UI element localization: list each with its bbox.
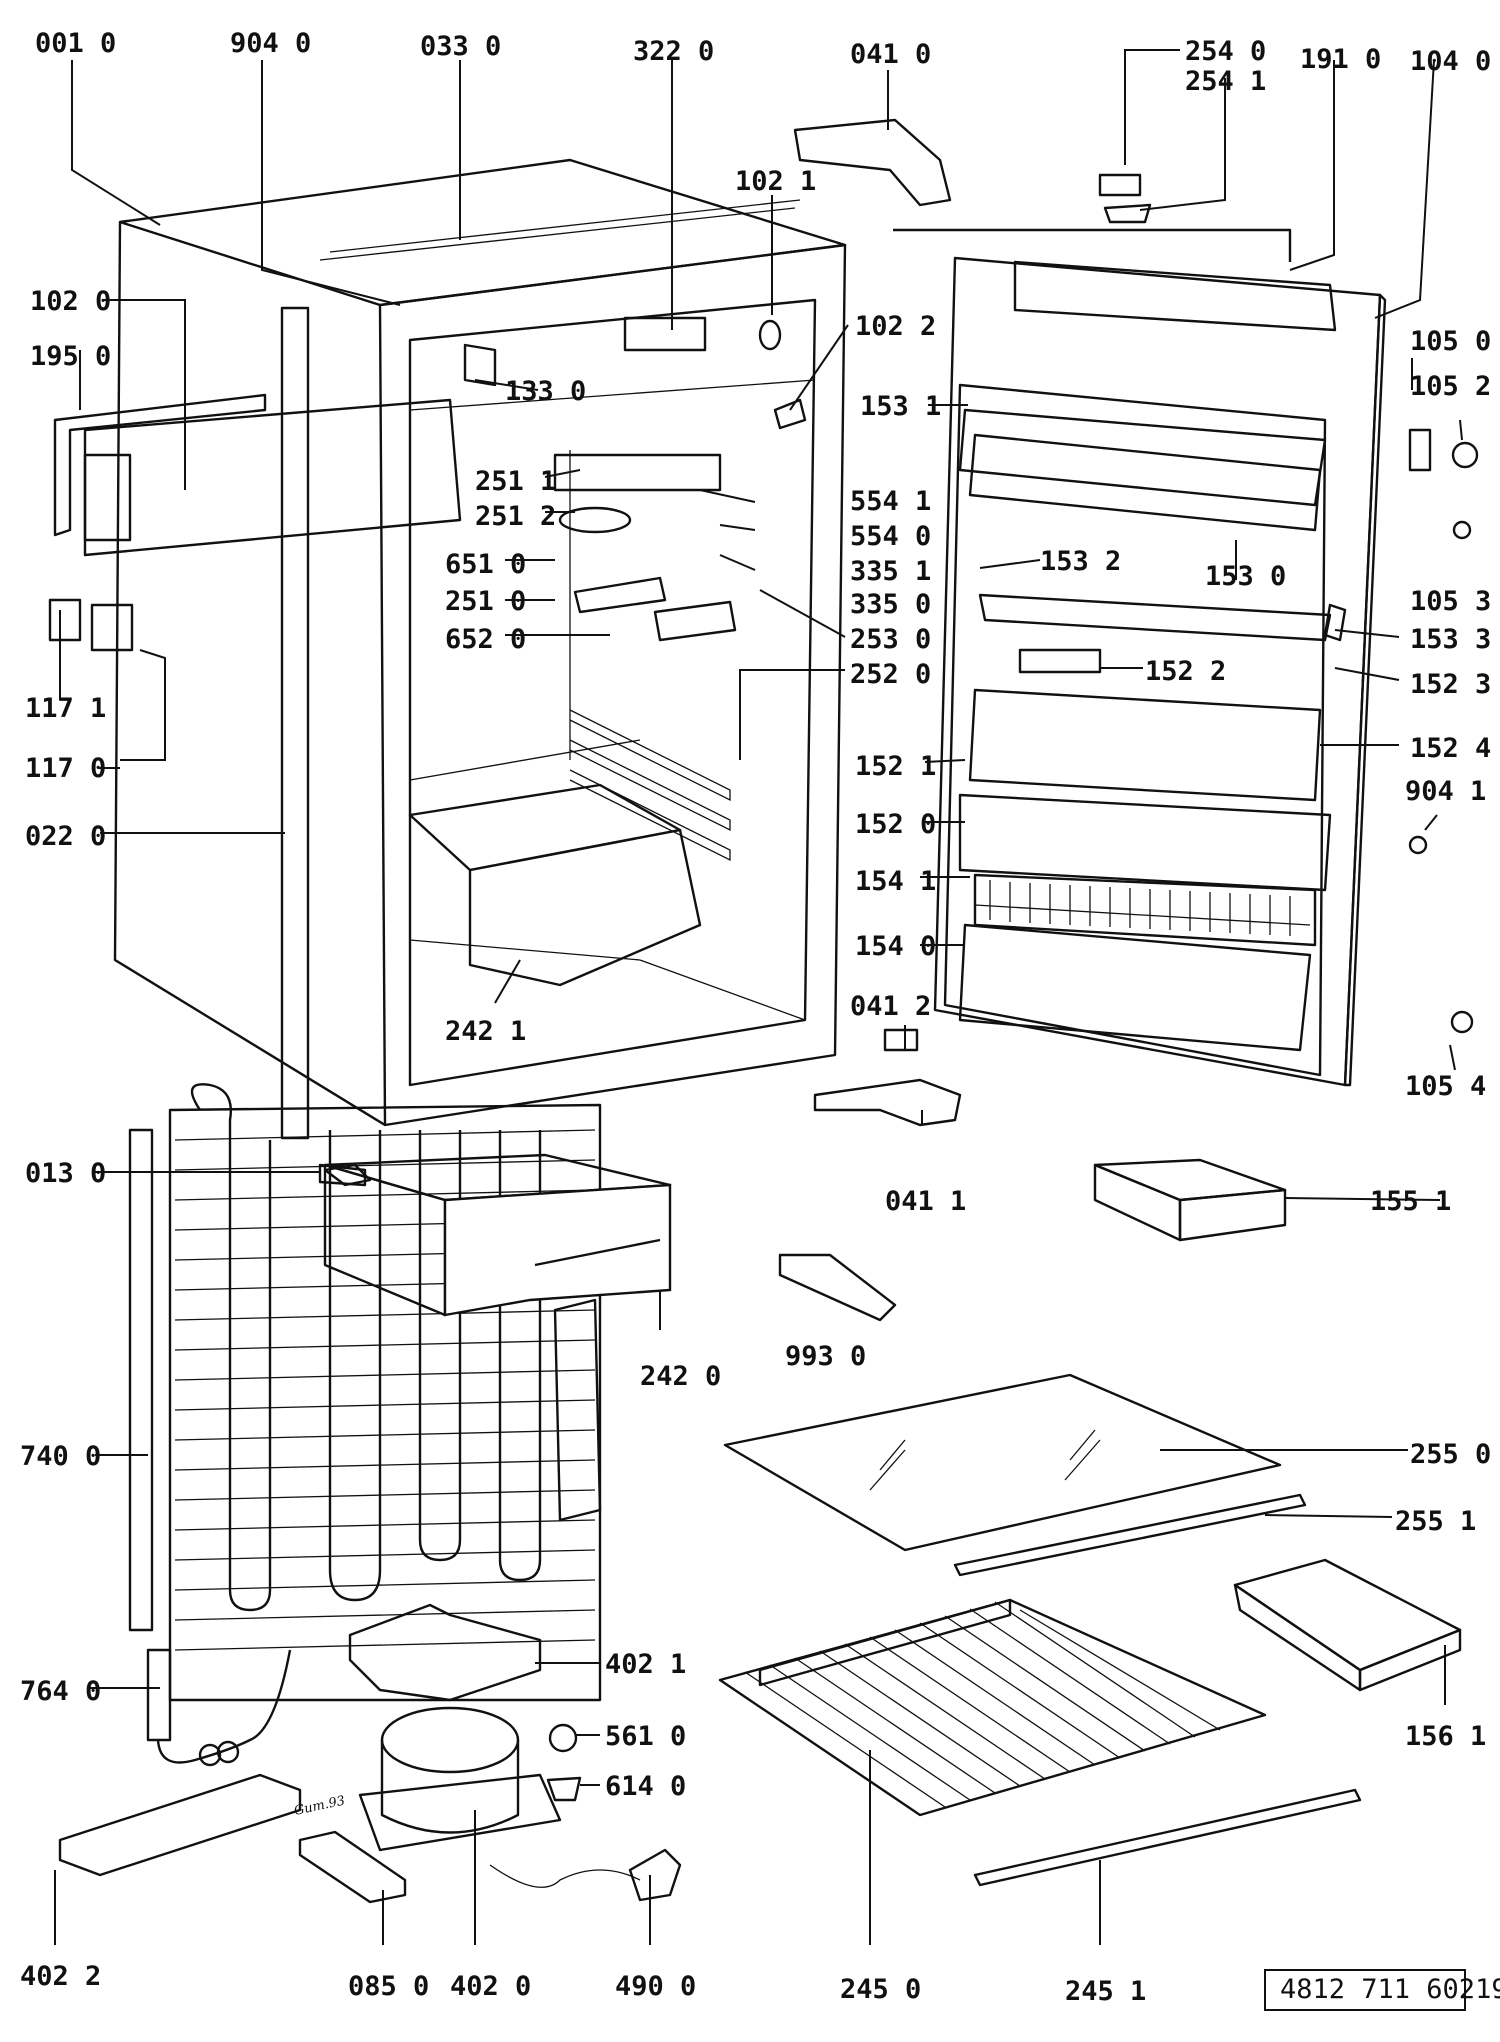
callout: 105 4 <box>1405 1071 1486 1102</box>
callout: 105 2 <box>1410 371 1491 402</box>
callout: 251 1 <box>475 466 556 497</box>
callout: 153 0 <box>1205 561 1286 592</box>
callout: 651 0 <box>445 549 526 580</box>
callout: 554 0 <box>850 521 931 552</box>
callout: 105 0 <box>1410 326 1491 357</box>
leader-lines <box>54 49 1463 1945</box>
callout: 102 0 <box>30 286 111 317</box>
callout: 152 1 <box>855 751 936 782</box>
callout: 251 0 <box>445 586 526 617</box>
callout: 402 1 <box>605 1649 686 1680</box>
callout: 554 1 <box>850 486 931 517</box>
document-code: 4812 711 60219 <box>1264 1969 1500 2011</box>
callout: 102 1 <box>735 166 816 197</box>
condenser <box>128 1083 602 1767</box>
callout: 153 1 <box>860 391 941 422</box>
callout-labels: 001 0 904 0 033 0 322 0 041 0 254 0 254 … <box>20 28 1491 2007</box>
callout: 153 3 <box>1410 624 1491 655</box>
callout: 133 0 <box>505 376 586 407</box>
callout: 561 0 <box>605 1721 686 1752</box>
callout: 251 2 <box>475 501 556 532</box>
callout: 152 0 <box>855 809 936 840</box>
callout: 152 3 <box>1410 669 1491 700</box>
callout: 335 1 <box>850 556 931 587</box>
callout: 156 1 <box>1405 1721 1486 1752</box>
cabinet <box>48 158 847 1140</box>
crisper-drawer <box>318 1153 672 1317</box>
callout: 102 2 <box>855 311 936 342</box>
callout: 242 1 <box>445 1016 526 1047</box>
callout: 041 0 <box>850 39 931 70</box>
callout: 117 0 <box>25 753 106 784</box>
callout: 195 0 <box>30 341 111 372</box>
callout: 335 0 <box>850 589 931 620</box>
callout: 614 0 <box>605 1771 686 1802</box>
callout: 904 1 <box>1405 776 1486 807</box>
callout: 117 1 <box>25 693 106 724</box>
callout: 153 2 <box>1040 546 1121 577</box>
callout: 254 0 <box>1185 36 1266 67</box>
callout: 252 0 <box>850 659 931 690</box>
callout: 022 0 <box>25 821 106 852</box>
callout: 993 0 <box>785 1341 866 1372</box>
callout: 764 0 <box>20 1676 101 1707</box>
callout: 105 3 <box>1410 586 1491 617</box>
callout: 242 0 <box>640 1361 721 1392</box>
callout: 245 1 <box>1065 1976 1146 2007</box>
callout: 152 4 <box>1410 733 1491 764</box>
document-code-text: 4812 711 60219 <box>1280 1974 1500 2005</box>
callout: 740 0 <box>20 1441 101 1472</box>
callout: 490 0 <box>615 1971 696 2002</box>
callout: 254 1 <box>1185 66 1266 97</box>
callout: 402 2 <box>20 1961 101 1992</box>
callout: 001 0 <box>35 28 116 59</box>
loose-parts <box>58 1158 1462 1904</box>
callout: 191 0 <box>1300 44 1381 75</box>
callout: 255 0 <box>1410 1439 1491 1470</box>
callout: 085 0 <box>348 1971 429 2002</box>
callout: 041 1 <box>885 1186 966 1217</box>
callout: 104 0 <box>1410 46 1491 77</box>
callout: 253 0 <box>850 624 931 655</box>
callout: 245 0 <box>840 1974 921 2005</box>
callout: 402 0 <box>450 1971 531 2002</box>
callout: 255 1 <box>1395 1506 1476 1537</box>
door <box>793 118 1479 1127</box>
callout: 154 0 <box>855 931 936 962</box>
callout: 154 1 <box>855 866 936 897</box>
callout: 904 0 <box>230 28 311 59</box>
callout: 152 2 <box>1145 656 1226 687</box>
callout: 013 0 <box>25 1158 106 1189</box>
callout: 155 1 <box>1370 1186 1451 1217</box>
callout: 652 0 <box>445 624 526 655</box>
callout: 033 0 <box>420 31 501 62</box>
callout: 322 0 <box>633 36 714 67</box>
callout: 041 2 <box>850 991 931 1022</box>
